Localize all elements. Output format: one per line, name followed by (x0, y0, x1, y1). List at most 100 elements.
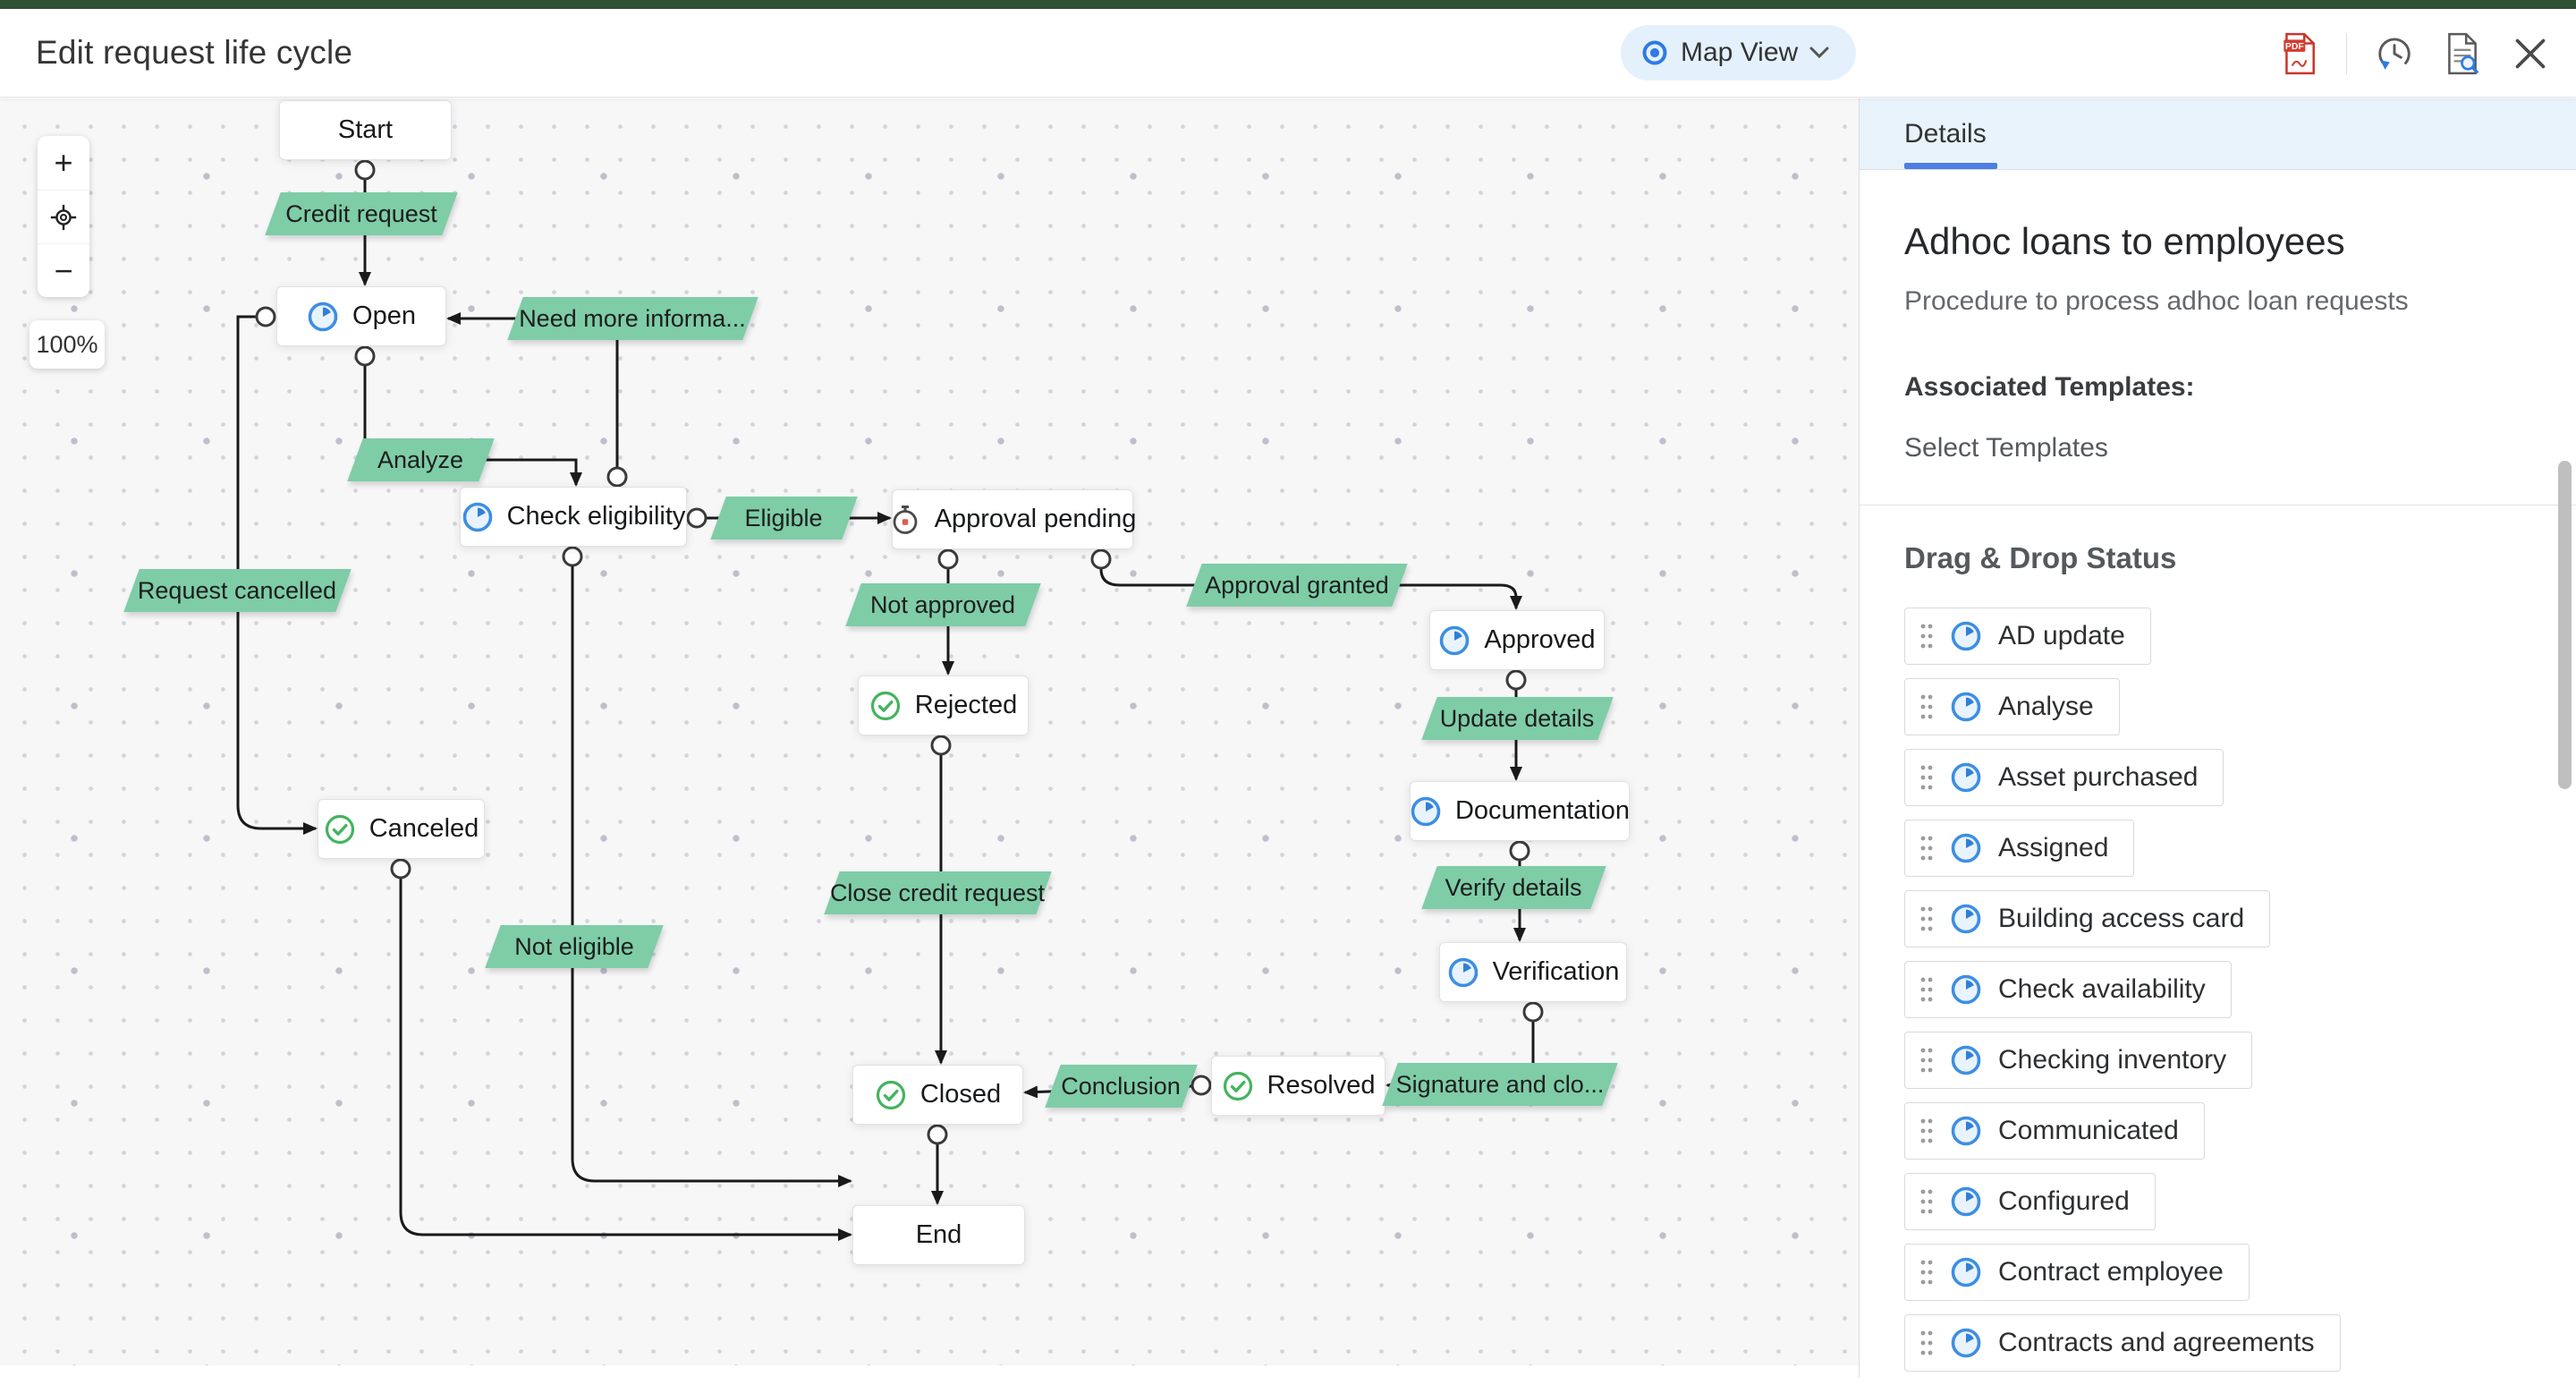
flow-node-resolved[interactable]: Resolved (1211, 1056, 1385, 1116)
close-icon[interactable] (2510, 32, 2551, 75)
page-title: Edit request life cycle (36, 34, 353, 71)
status-item[interactable]: Communicated (1904, 1102, 2205, 1160)
status-item[interactable]: Contracts and agreements (1904, 1314, 2341, 1372)
clock-icon (1950, 1327, 1982, 1359)
flow-node-open[interactable]: Open (276, 286, 446, 346)
drag-handle-icon[interactable] (1919, 1045, 1934, 1075)
status-item[interactable]: Checking inventory (1904, 1032, 2253, 1089)
edge-label-not-approved[interactable]: Not approved (844, 583, 1041, 626)
flow-node-end[interactable]: End (852, 1205, 1025, 1265)
edge-label-conclusion[interactable]: Conclusion (1044, 1065, 1198, 1108)
drag-handle-icon[interactable] (1919, 974, 1934, 1005)
flow-node-start[interactable]: Start (279, 100, 452, 160)
edge-label-close-credit-request[interactable]: Close credit request (823, 871, 1052, 914)
status-item[interactable]: Analyse (1904, 678, 2120, 735)
edge-label-credit-request[interactable]: Credit request (265, 192, 458, 235)
panel-divider (1860, 505, 2576, 506)
edge-label-update-details[interactable]: Update details (1420, 697, 1614, 740)
drag-handle-icon[interactable] (1919, 692, 1934, 722)
select-templates-link[interactable]: Select Templates (1904, 433, 2108, 463)
clock-icon (1950, 620, 1982, 652)
flow-node-documentation[interactable]: Documentation (1410, 781, 1630, 841)
edge-label-text: Analyze (377, 446, 464, 473)
check-icon (869, 690, 902, 722)
panel-content: Adhoc loans to employees Procedure to pr… (1860, 220, 2576, 1385)
export-pdf-icon[interactable]: PDF (2278, 32, 2319, 75)
clock-icon (1410, 795, 1442, 828)
status-label: Assigned (1998, 833, 2109, 862)
document-search-icon[interactable] (2442, 32, 2483, 75)
header-actions: PDF (2278, 9, 2551, 98)
flow-node-approved[interactable]: Approved (1429, 610, 1605, 670)
status-label: Analyse (1998, 692, 2094, 721)
edge-label-request-cancelled[interactable]: Request cancelled (123, 569, 352, 612)
status-item[interactable]: Contract employee (1904, 1244, 2250, 1301)
status-item[interactable]: Asset purchased (1904, 749, 2224, 806)
flow-node-label: Verification (1492, 957, 1620, 986)
clock-icon (462, 501, 494, 533)
status-row: AD update (1904, 608, 2540, 678)
flow-node-rejected[interactable]: Rejected (858, 676, 1029, 735)
status-item[interactable]: Assigned (1904, 820, 2135, 877)
status-label: AD update (1998, 621, 2125, 650)
edge-label-text: Conclusion (1061, 1072, 1181, 1100)
associated-templates-label: Associated Templates: (1904, 372, 2195, 402)
edge-label-text: Approval granted (1205, 571, 1389, 599)
flow-node-label: Open (352, 302, 416, 330)
center-target-button[interactable] (38, 190, 89, 243)
edge-label-text: Request cancelled (137, 576, 337, 604)
status-item[interactable]: AD update (1904, 608, 2151, 665)
panel-tabbar: Details (1860, 98, 2576, 170)
edge-label-text: Verify details (1445, 873, 1582, 901)
drag-handle-icon[interactable] (1919, 1257, 1934, 1287)
edge-label-eligible[interactable]: Eligible (709, 497, 858, 540)
flow-node-label: Documentation (1454, 796, 1631, 825)
flow-node-approval-pending[interactable]: Approval pending (892, 489, 1136, 549)
clock-icon (1950, 761, 1982, 794)
drag-handle-icon[interactable] (1919, 621, 1934, 651)
clock-icon (1950, 903, 1982, 935)
edge-label-need-more-info[interactable]: Need more informa... (506, 297, 758, 340)
flow-node-canceled[interactable]: Canceled (318, 799, 485, 859)
edge-label-analyze[interactable]: Analyze (346, 438, 495, 481)
drag-handle-icon[interactable] (1919, 904, 1934, 934)
flow-node-label: Canceled (369, 814, 479, 843)
drag-handle-icon[interactable] (1919, 833, 1934, 863)
flow-node-label: Closed (919, 1080, 1002, 1109)
flow-node-verification[interactable]: Verification (1439, 942, 1627, 1002)
map-view-label: Map View (1681, 38, 1799, 67)
edge-label-approval-granted[interactable]: Approval granted (1186, 564, 1408, 607)
zoom-out-button[interactable]: − (38, 243, 89, 297)
zoom-in-button[interactable]: + (54, 144, 73, 181)
status-item[interactable]: Building access card (1904, 890, 2271, 947)
drag-drop-status-heading: Drag & Drop Status (1904, 541, 2177, 574)
flow-node-closed[interactable]: Closed (852, 1065, 1023, 1125)
status-item[interactable]: Check availability (1904, 961, 2232, 1018)
tab-active-underline (1904, 163, 1997, 169)
edge-label-verify-details[interactable]: Verify details (1420, 866, 1606, 909)
header-bar: Edit request life cycle Map View PDF (0, 9, 2576, 98)
drag-handle-icon[interactable] (1919, 1186, 1934, 1217)
edge-label-text: Not eligible (514, 932, 634, 960)
status-label: Asset purchased (1998, 762, 2199, 792)
edge-label-text: Update details (1439, 704, 1595, 732)
lifecycle-description: Procedure to process adhoc loan requests (1904, 286, 2409, 316)
drag-handle-icon[interactable] (1919, 1116, 1934, 1146)
drag-handle-icon[interactable] (1919, 762, 1934, 793)
tab-details[interactable]: Details (1904, 119, 1987, 149)
status-item[interactable]: Configured (1904, 1173, 2156, 1230)
status-label: Building access card (1998, 904, 2245, 933)
status-label: Communicated (1998, 1116, 2179, 1145)
edge-label-not-eligible[interactable]: Not eligible (485, 925, 664, 968)
edge-label-signature-and-close[interactable]: Signature and clo... (1382, 1063, 1618, 1106)
status-row: Communicated (1904, 1102, 2540, 1173)
drag-handle-icon[interactable] (1919, 1328, 1934, 1358)
panel-scrollbar-thumb[interactable] (2558, 461, 2572, 789)
history-icon[interactable] (2374, 32, 2415, 75)
status-row: Analyse (1904, 678, 2540, 749)
map-view-dropdown[interactable]: Map View (1621, 25, 1857, 81)
chevron-down-icon (1809, 47, 1829, 59)
check-icon (1222, 1070, 1254, 1102)
flow-node-check-eligibility[interactable]: Check eligibility (460, 487, 687, 547)
